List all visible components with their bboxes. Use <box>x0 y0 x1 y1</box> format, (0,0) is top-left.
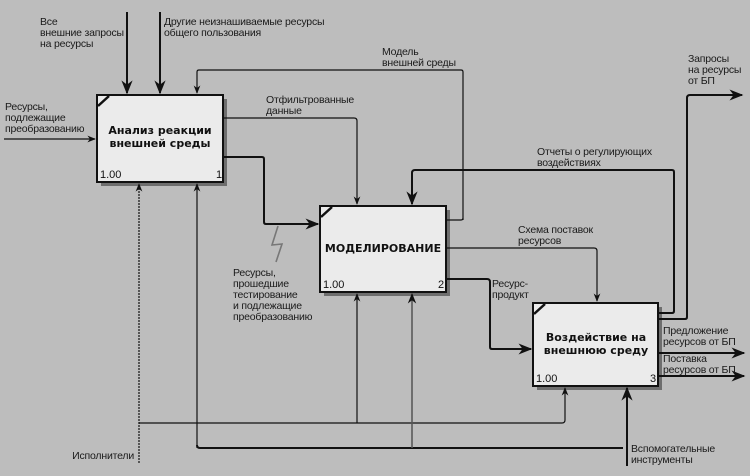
svg-text:преобразованию: преобразованию <box>233 311 313 323</box>
svg-text:ресурсов от БП: ресурсов от БП <box>663 364 736 376</box>
corner-mark-icon <box>320 206 333 218</box>
block-a1[interactable]: Анализ реакции внешней среды 1.00 1 <box>96 94 227 186</box>
label-env-model: Модель внешней среды <box>382 46 456 69</box>
svg-text:внешние запросы: внешние запросы <box>40 27 124 39</box>
arrow-env-model[interactable] <box>193 69 464 220</box>
label-input-resources: Ресурсы, подлежащие преобразованию <box>5 101 85 135</box>
svg-text:продукт: продукт <box>492 289 529 301</box>
corner-mark-icon <box>533 303 546 315</box>
block-title-line: Анализ реакции <box>108 124 211 137</box>
label-shared-resources: Другие неизнашиваемые ресурсы общего пол… <box>164 16 325 39</box>
svg-text:на ресурсы: на ресурсы <box>688 64 741 76</box>
arrow-performers-a3[interactable] <box>139 387 569 424</box>
arrow-reports[interactable] <box>406 169 675 314</box>
label-all-requests: Все внешние запросы на ресурсы <box>40 16 124 50</box>
block-frame <box>96 94 224 183</box>
block-frame <box>319 205 447 293</box>
block-title-line: внешнюю среду <box>544 344 648 357</box>
svg-text:Все: Все <box>40 16 58 28</box>
svg-text:Запросы: Запросы <box>688 53 729 65</box>
svg-text:данные: данные <box>266 105 302 117</box>
svg-text:ресурсов: ресурсов <box>518 235 562 247</box>
label-filtered-data: Отфильтрованные данные <box>266 94 355 117</box>
svg-text:Предложение: Предложение <box>663 325 729 337</box>
block-number: 3 <box>650 373 656 385</box>
svg-text:Поставка: Поставка <box>663 353 707 365</box>
svg-text:Схема поставок: Схема поставок <box>518 224 594 236</box>
arrow-product[interactable] <box>446 278 533 355</box>
block-number: 2 <box>438 279 444 291</box>
block-title-line: внешней среды <box>110 137 211 150</box>
svg-text:Отфильтрованные: Отфильтрованные <box>266 94 354 106</box>
svg-text:тестирование: тестирование <box>233 289 298 301</box>
block-number: 1 <box>216 169 222 181</box>
svg-text:ресурсов от БП: ресурсов от БП <box>663 336 736 348</box>
label-bp-requests: Запросы на ресурсы от БП <box>688 53 741 87</box>
svg-text:Ресурс-: Ресурс- <box>492 278 529 290</box>
svg-text:преобразованию: преобразованию <box>5 123 85 135</box>
label-bp-supply: Поставка ресурсов от БП <box>663 353 736 376</box>
svg-text:Модель: Модель <box>382 46 419 58</box>
arrow-bp-requests[interactable] <box>658 89 744 320</box>
squiggle-icon <box>270 225 284 263</box>
svg-text:внешней среды: внешней среды <box>382 57 456 69</box>
block-title-line: Воздействие на <box>546 331 646 344</box>
arrow-tested-resources[interactable] <box>223 156 320 230</box>
svg-text:от БП: от БП <box>688 75 715 87</box>
block-cost: 1.00 <box>536 373 557 385</box>
svg-text:Отчеты о регулирующих: Отчеты о регулирующих <box>537 146 653 158</box>
svg-text:подлежащие: подлежащие <box>5 112 66 124</box>
svg-text:воздействиях: воздействиях <box>537 157 602 169</box>
block-cost: 1.00 <box>323 279 344 291</box>
label-tools: Вспомогательные инструменты <box>631 443 716 466</box>
block-title-line: МОДЕЛИРОВАНИЕ <box>325 242 441 255</box>
label-tested-resources: Ресурсы, прошедшие тестирование и подлеж… <box>233 267 313 323</box>
svg-text:Ресурсы,: Ресурсы, <box>233 267 276 279</box>
corner-mark-icon <box>97 95 110 107</box>
block-a3[interactable]: Воздействие на внешнюю среду 1.00 3 <box>532 302 662 390</box>
svg-text:Ресурсы,: Ресурсы, <box>5 101 48 113</box>
svg-text:инструменты: инструменты <box>631 454 693 466</box>
label-performers: Исполнители <box>72 450 134 462</box>
label-bp-offer: Предложение ресурсов от БП <box>663 325 736 348</box>
svg-text:общего пользования: общего пользования <box>164 27 261 39</box>
svg-text:прошедшие: прошедшие <box>233 278 289 290</box>
arrow-filtered-data[interactable] <box>223 117 361 205</box>
block-frame <box>532 302 659 387</box>
arrow-supply-scheme[interactable] <box>446 247 601 302</box>
block-a2[interactable]: МОДЕЛИРОВАНИЕ 1.00 2 <box>319 205 450 296</box>
svg-text:Другие неизнашиваемые ресурсы: Другие неизнашиваемые ресурсы <box>164 16 324 28</box>
svg-text:на ресурсы: на ресурсы <box>40 38 93 50</box>
block-cost: 1.00 <box>100 169 121 181</box>
arrow-tools-bus <box>196 444 623 449</box>
svg-text:Вспомогательные: Вспомогательные <box>631 443 715 455</box>
arrow-env-model-source <box>446 217 464 221</box>
label-supply-scheme: Схема поставок ресурсов <box>518 224 594 247</box>
label-product: Ресурс- продукт <box>492 278 529 301</box>
label-reports: Отчеты о регулирующих воздействиях <box>537 146 653 169</box>
svg-text:и подлежащие: и подлежащие <box>233 300 302 312</box>
svg-text:Исполнители: Исполнители <box>72 450 134 462</box>
